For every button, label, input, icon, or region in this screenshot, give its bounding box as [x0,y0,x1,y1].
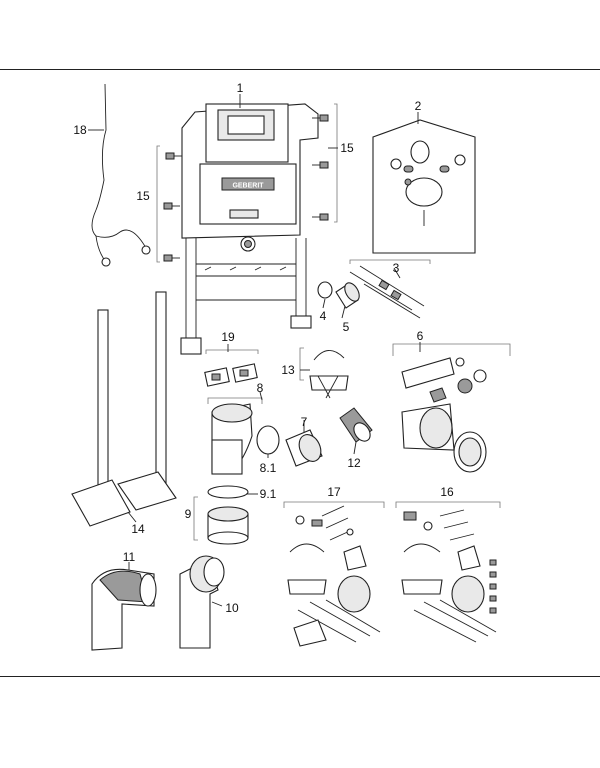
part-11-connection-bend [91,568,157,651]
part-4-seal-ring [317,281,333,299]
label-9: 9 [185,507,192,521]
part-9-coupling [193,496,249,545]
label-3: 3 [393,261,400,275]
part-14-floor-stand [71,291,177,527]
label-7: 7 [301,415,308,429]
brand-mark: GEBERIT [232,183,264,190]
part-5-connector [335,282,360,309]
part-6-flush-pipe-set [392,343,511,473]
part-2-insulation-sheet [372,119,476,254]
label-6: 6 [417,329,424,343]
part-3-threaded-rods [349,259,431,319]
label-8-1: 8.1 [260,461,277,475]
label-10: 10 [225,601,239,615]
label-2: 2 [415,99,422,113]
label-15-right: 15 [340,141,354,155]
label-1: 1 [237,81,244,95]
part-1-installation-frame: GEBERIT [180,103,319,355]
part-13-bracket [299,347,349,399]
label-9-1: 9.1 [260,487,277,501]
part-17-installation-set [283,501,385,647]
part-8-connection-bend [207,397,263,475]
label-17: 17 [327,485,341,499]
part-15-screws [156,103,338,263]
part-9-1-seal [207,485,249,499]
label-14: 14 [131,522,145,536]
label-15-left: 15 [136,189,150,203]
label-19: 19 [221,330,235,344]
top-rule [0,69,600,70]
part-16-installation-set [395,501,501,643]
label-4: 4 [320,309,327,323]
label-13: 13 [281,363,295,377]
label-5: 5 [343,320,350,334]
part-7-coupling [285,429,323,467]
part-19-clips [204,349,259,387]
part-labels: 1 2 3 4 5 6 7 8 8.1 9 9.1 10 11 12 13 14… [73,81,454,615]
label-11: 11 [123,550,136,564]
label-12: 12 [347,456,361,470]
part-8-1-seal [256,425,280,455]
bottom-rule [0,676,600,677]
part-12-flexible-sleeve [339,407,373,443]
label-16: 16 [440,485,454,499]
leader-lines [88,94,421,607]
part-18-supply-pipe [91,83,151,267]
part-16-screw-column [489,559,497,614]
label-18: 18 [73,123,87,137]
part-10-connection-bend [179,555,225,649]
label-8: 8 [257,381,264,395]
